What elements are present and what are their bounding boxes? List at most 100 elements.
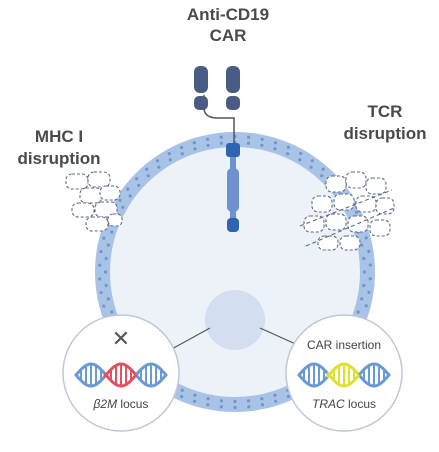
membrane-dot bbox=[118, 198, 122, 202]
membrane-dot bbox=[102, 304, 106, 308]
dna-helix-trac bbox=[297, 362, 391, 388]
membrane-dot bbox=[364, 304, 368, 308]
membrane-dot bbox=[260, 403, 264, 407]
membrane-dot bbox=[247, 405, 251, 409]
dna-strand bbox=[74, 362, 107, 377]
membrane-dot bbox=[180, 388, 184, 392]
membrane-dot bbox=[247, 135, 251, 139]
trac-suffix: locus bbox=[344, 397, 377, 411]
membrane-dot bbox=[367, 249, 371, 253]
membrane-dot bbox=[98, 263, 102, 267]
membrane-dot bbox=[192, 141, 196, 145]
membrane-dot bbox=[103, 270, 108, 274]
trac-gene-name: TRAC bbox=[311, 397, 345, 411]
membrane-dot bbox=[192, 399, 197, 403]
membrane-dot bbox=[260, 137, 264, 141]
membrane-dot bbox=[360, 297, 364, 301]
trac-locus-label: TRAC locus bbox=[284, 397, 404, 411]
b2m-inset bbox=[62, 314, 180, 432]
dna-strand bbox=[326, 362, 362, 378]
tcr-label-line-1: TCR bbox=[367, 102, 403, 121]
mhc-disrupted-complex bbox=[65, 171, 123, 232]
dna-strand bbox=[326, 372, 362, 388]
anti-cd19-car-label: Anti-CD19 CAR bbox=[168, 4, 288, 46]
membrane-dot bbox=[146, 174, 150, 178]
dna-strand bbox=[358, 362, 391, 377]
membrane-dot bbox=[355, 210, 359, 214]
membrane-dot bbox=[99, 291, 103, 295]
membrane-dot bbox=[104, 283, 108, 288]
membrane-dot bbox=[206, 143, 210, 147]
membrane-dot bbox=[206, 137, 210, 141]
membrane-dot bbox=[99, 250, 103, 254]
dna-strand bbox=[103, 372, 139, 388]
tcr-disruption-label: TCR disruption bbox=[330, 101, 439, 145]
dna-strand bbox=[135, 373, 168, 388]
car-label-line-2: CAR bbox=[209, 26, 247, 45]
membrane-dot bbox=[135, 177, 139, 181]
membrane-dot bbox=[193, 393, 197, 397]
membrane-dot bbox=[320, 174, 324, 178]
connector-right bbox=[259, 327, 301, 347]
membrane-dot bbox=[368, 263, 372, 267]
membrane-dot bbox=[274, 399, 278, 403]
membrane-dot bbox=[362, 270, 367, 274]
membrane-dot bbox=[309, 165, 313, 169]
membrane-dot bbox=[206, 403, 210, 407]
membrane-dot bbox=[260, 397, 264, 401]
membrane-dot bbox=[219, 135, 223, 139]
membrane-dot bbox=[128, 194, 132, 198]
membrane-dot bbox=[137, 183, 141, 187]
membrane-dot bbox=[273, 147, 277, 151]
membrane-dot bbox=[273, 393, 277, 397]
membrane-dot bbox=[180, 395, 184, 399]
membrane-dot bbox=[145, 167, 149, 171]
membrane-dot bbox=[286, 394, 291, 399]
membrane-dot bbox=[310, 159, 314, 163]
membrane-dot bbox=[121, 205, 125, 209]
membrane-dot bbox=[368, 277, 372, 281]
knockout-x-icon: ✕ bbox=[111, 326, 131, 351]
dna-strand bbox=[135, 362, 168, 377]
connector-left bbox=[169, 327, 211, 351]
membrane-dot bbox=[179, 145, 184, 150]
car-insertion-label: CAR insertion bbox=[306, 338, 382, 352]
membrane-dot bbox=[219, 399, 224, 403]
membrane-dot bbox=[246, 141, 251, 145]
membrane-dot bbox=[155, 159, 160, 163]
membrane-dot bbox=[168, 158, 172, 162]
membrane-dot bbox=[364, 236, 368, 240]
mhc-disruption-label: MHC I disruption bbox=[4, 126, 114, 170]
membrane-dot bbox=[180, 152, 184, 156]
membrane-dot bbox=[260, 143, 264, 147]
membrane-dot bbox=[286, 145, 290, 149]
tcr-label-line-2: disruption bbox=[343, 124, 427, 143]
b2m-suffix: locus bbox=[117, 397, 149, 411]
membrane-dot bbox=[273, 141, 278, 145]
membrane-dot bbox=[98, 277, 102, 281]
dna-strand bbox=[103, 362, 139, 378]
membrane-dot bbox=[299, 151, 303, 156]
b2m-locus-label: β2M locus bbox=[66, 397, 176, 411]
membrane-dot bbox=[106, 297, 110, 301]
membrane-dot bbox=[219, 405, 223, 409]
membrane-dot bbox=[246, 399, 251, 403]
mhc-label-line-1: MHC I bbox=[34, 127, 84, 146]
cell-interior bbox=[110, 147, 360, 397]
nucleus bbox=[205, 290, 265, 350]
membrane-dot bbox=[110, 310, 114, 314]
mhc-label-line-2: disruption bbox=[17, 149, 101, 168]
membrane-dot bbox=[193, 147, 197, 151]
membrane-dot bbox=[104, 256, 108, 261]
dna-strand bbox=[74, 373, 107, 388]
membrane-dot bbox=[157, 165, 161, 169]
membrane-dot bbox=[106, 243, 110, 247]
membrane-dot bbox=[233, 405, 237, 410]
car-label-line-1: Anti-CD19 bbox=[186, 5, 270, 24]
membrane-dot bbox=[126, 187, 130, 191]
membrane-dot bbox=[102, 236, 106, 240]
dna-strand bbox=[358, 373, 391, 388]
membrane-dot bbox=[206, 397, 210, 401]
